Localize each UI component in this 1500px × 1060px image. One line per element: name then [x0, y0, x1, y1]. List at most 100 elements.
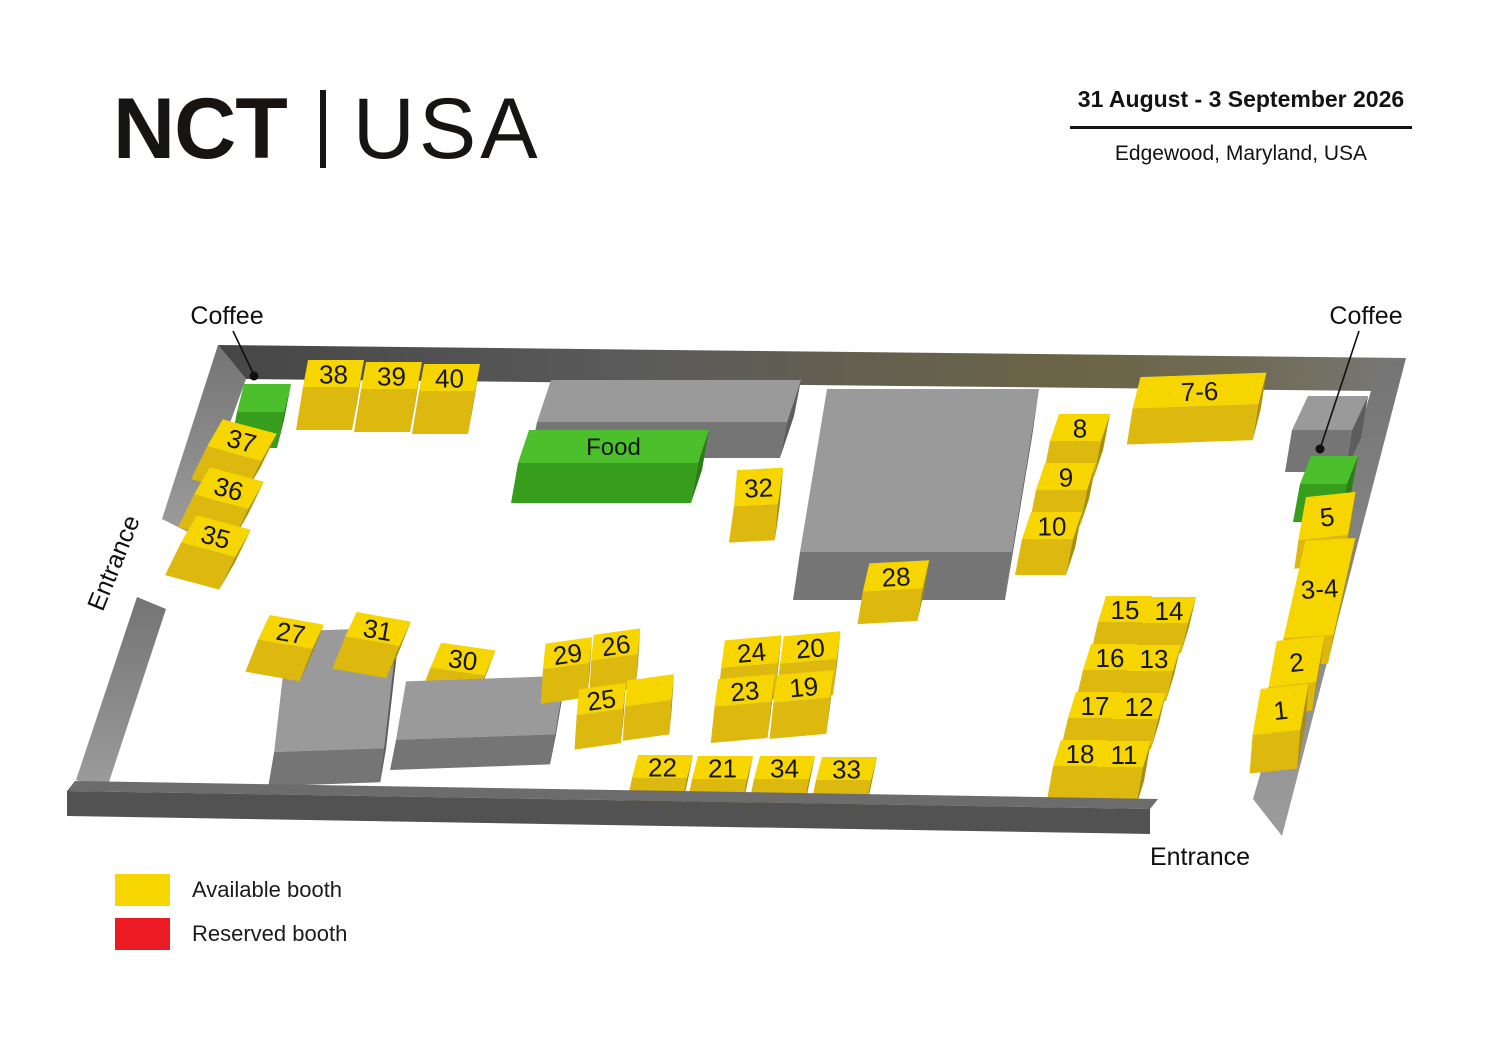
- face-top: [345, 612, 411, 646]
- entrance-bottom-label: Entrance: [1150, 843, 1250, 871]
- face-front: [1126, 403, 1259, 445]
- face-side: [1080, 463, 1096, 526]
- face-top: [181, 515, 251, 557]
- reserved-swatch-color: [115, 918, 170, 950]
- event-location: Edgewood, Maryland, USA: [1114, 142, 1368, 165]
- face-side: [1327, 538, 1356, 664]
- face-side: [917, 560, 930, 621]
- booth-11[interactable]: 11: [1090, 740, 1151, 807]
- coffee-right-label: Coffee: [1329, 302, 1402, 330]
- wall-bottom-top: [67, 781, 1158, 809]
- booth-5-label: 5: [1318, 501, 1336, 532]
- legend-row-reserved: Reserved booth: [115, 918, 347, 950]
- face-side: [826, 669, 834, 734]
- booth-26[interactable]: 26: [581, 627, 649, 696]
- face-top: [576, 682, 626, 716]
- face-front: [412, 391, 475, 434]
- booth-1[interactable]: 1: [1241, 683, 1317, 774]
- face-top: [754, 756, 815, 779]
- face-side: [691, 430, 709, 503]
- wall-left-upper: [162, 345, 246, 533]
- booth-10-label: 10: [1038, 512, 1067, 542]
- face-front: [769, 697, 831, 739]
- face-side: [352, 360, 364, 430]
- face-side: [774, 467, 784, 541]
- reserved-swatch: [115, 918, 170, 950]
- booth-12-label: 12: [1125, 692, 1154, 722]
- face-front: [1249, 729, 1301, 774]
- booth-29-label: 29: [551, 637, 584, 671]
- booth-25-label: 25: [585, 683, 618, 717]
- face-top: [1283, 538, 1356, 638]
- booth-34-label: 34: [770, 754, 799, 784]
- face-front: [574, 708, 624, 750]
- booth-2-label: 2: [1288, 647, 1306, 678]
- event-meta: 31 August - 3 September 2026 Edgewood, M…: [1070, 86, 1412, 166]
- coffee-left-label: Coffee: [190, 302, 263, 330]
- booth-40[interactable]: 40: [412, 364, 480, 435]
- face-top: [361, 362, 422, 389]
- face-side: [1297, 683, 1309, 769]
- face-top: [1050, 414, 1110, 441]
- booth-19[interactable]: 19: [764, 669, 839, 739]
- booth-31-label: 31: [361, 613, 395, 648]
- booth-15-label: 15: [1111, 595, 1140, 625]
- face-side: [1136, 741, 1151, 807]
- face-top: [624, 674, 674, 707]
- face-top: [1068, 692, 1122, 718]
- booth-38-label: 38: [319, 360, 348, 390]
- booth-14-label: 14: [1155, 596, 1184, 626]
- booth-39[interactable]: 39: [354, 362, 422, 433]
- face-front: [1015, 539, 1073, 575]
- face-front: [622, 699, 672, 741]
- face-top: [1127, 645, 1181, 671]
- available-swatch-color: [115, 874, 170, 906]
- face-front: [511, 463, 698, 503]
- logo-primary: NCT: [113, 81, 288, 177]
- face-side: [1181, 597, 1196, 653]
- booth-35[interactable]: 35: [165, 511, 251, 593]
- booth-9-label: 9: [1059, 463, 1073, 493]
- booth-32[interactable]: 32: [725, 467, 787, 543]
- legend-label-reserved: Reserved booth: [192, 921, 348, 946]
- booth-8-label: 8: [1073, 414, 1087, 444]
- face-side: [1345, 396, 1368, 472]
- face-top: [773, 669, 834, 703]
- face-top: [714, 674, 775, 707]
- face-front: [1090, 767, 1143, 807]
- booth-13-label: 13: [1140, 644, 1169, 674]
- booth-31[interactable]: 31: [332, 609, 411, 681]
- event-date: 31 August - 3 September 2026: [1077, 86, 1405, 112]
- face-top: [1112, 693, 1166, 719]
- booth-10[interactable]: 10: [1015, 512, 1082, 576]
- booth-unnumbered[interactable]: [615, 674, 683, 741]
- face-side: [1151, 693, 1166, 749]
- face-side: [380, 627, 400, 783]
- booth-7-6[interactable]: 7-6: [1125, 372, 1269, 445]
- entrance-left-label: Entrance: [82, 511, 145, 614]
- face-top: [1300, 456, 1358, 484]
- coffee-right-leader-line: [1320, 330, 1360, 447]
- food-station: Food: [511, 430, 709, 503]
- face-side: [780, 380, 801, 458]
- face-front: [589, 653, 638, 696]
- booth-27[interactable]: 27: [245, 612, 324, 684]
- coffee-left-leader-line: [232, 330, 254, 374]
- booth-23[interactable]: 23: [705, 674, 780, 743]
- legend: Available booth Reserved booth: [115, 874, 347, 962]
- booth-29[interactable]: 29: [532, 636, 600, 704]
- booth-28-label: 28: [881, 561, 911, 592]
- face-top: [207, 419, 277, 461]
- available-swatch: [115, 874, 170, 906]
- face-top: [1142, 597, 1196, 623]
- booth-28[interactable]: 28: [854, 560, 932, 625]
- coffee-right-leader-dot: [1315, 444, 1325, 454]
- booth-25[interactable]: 25: [566, 681, 634, 750]
- legend-row-available: Available booth: [115, 874, 347, 906]
- face-side: [277, 384, 291, 448]
- booth-38[interactable]: 38: [296, 360, 364, 431]
- face-side: [232, 481, 264, 542]
- booth-cluster-25-29: 29 26 25: [532, 627, 683, 750]
- booth-30-label: 30: [446, 643, 479, 677]
